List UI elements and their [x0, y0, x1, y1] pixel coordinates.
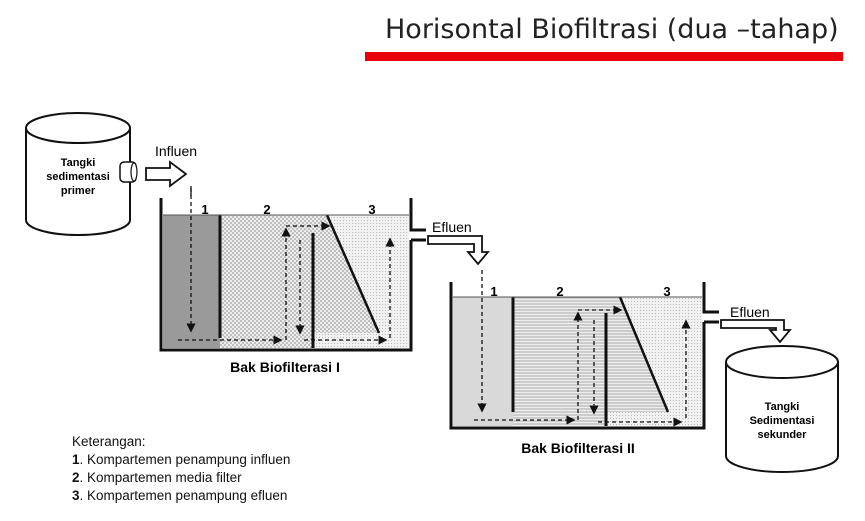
primary-tank-label-3: primer	[61, 185, 96, 197]
legend-item-number: 3	[72, 488, 80, 503]
legend-item-text: . Kompartemen media filter	[79, 470, 242, 485]
reactor-2-flow-path	[474, 270, 691, 427]
reactor-1-effluent-arrow	[427, 235, 490, 266]
legend: Keterangan: 1. Kompartemen penampung inf…	[72, 433, 290, 505]
reactor-1-compartment-2: 2	[263, 202, 270, 217]
legend-item-text: . Kompartemen penampung influen	[79, 452, 291, 467]
legend-item: 2. Kompartemen media filter	[72, 469, 290, 487]
legend-heading: Keterangan:	[72, 434, 146, 449]
reactor-2-compartment-2: 2	[556, 284, 563, 299]
title-underline-bar	[365, 52, 843, 61]
reactor-2-baffle	[618, 296, 670, 413]
legend-item-number: 2	[72, 470, 80, 485]
secondary-tank-label-3: sekunder	[758, 429, 808, 441]
secondary-tank-label-1: Tangki	[765, 401, 800, 413]
legend-item-number: 1	[72, 452, 80, 467]
reactor-1-flow-path	[178, 188, 395, 345]
reactor-2: 1 2 3 Bak Biofilterasi II	[449, 270, 719, 456]
influent-arrow	[145, 160, 188, 188]
primary-tank: Tangki sedimentasi primer	[25, 112, 138, 236]
legend-item: 3. Kompartemen penampung efluen	[72, 487, 290, 505]
primary-tank-label-1: Tangki	[61, 157, 96, 169]
legend-item-text: . Kompartemen penampung efluen	[79, 488, 288, 503]
reactor-2-compartment-1: 1	[490, 284, 497, 299]
secondary-tank: Tangki Sedimentasi sekunder	[725, 345, 839, 473]
reactor-1-baffle	[325, 214, 381, 334]
reactor-1: 1 2 3 Bak Biofilterasi I	[159, 186, 426, 375]
legend-item: 1. Kompartemen penampung influen	[72, 451, 290, 469]
page-title: Horisontal Biofiltrasi (dua –tahap)	[385, 14, 839, 45]
reactor-2-effluent-label: Efluen	[730, 304, 770, 320]
reactor-2-compartment-3: 3	[663, 284, 670, 299]
influent-label: Influen	[155, 143, 197, 159]
secondary-tank-label-2: Sedimentasi	[750, 415, 815, 427]
reactor-2-effluent-arrow	[720, 319, 792, 344]
reactor-2-caption: Bak Biofilterasi II	[521, 440, 635, 456]
reactor-1-compartment-1: 1	[201, 202, 208, 217]
primary-tank-label-2: sedimentasi	[46, 171, 110, 183]
reactor-1-compartment-3: 3	[368, 202, 375, 217]
reactor-1-caption: Bak Biofilterasi I	[230, 359, 340, 375]
reactor-1-effluent-label: Efluen	[432, 219, 472, 235]
